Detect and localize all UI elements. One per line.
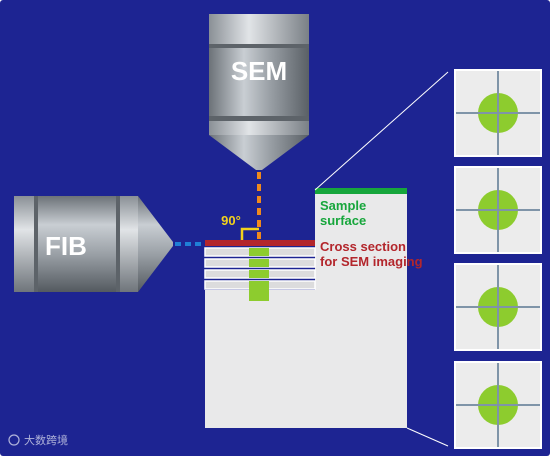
watermark: 大数跨境 (8, 433, 68, 447)
sem-image-panel (454, 69, 542, 157)
sample-block (205, 188, 407, 428)
watermark-text: 大数跨境 (24, 433, 68, 447)
sem-image-panel (454, 166, 542, 254)
projection-lines (314, 71, 449, 447)
cross-section-label: Cross section for SEM imaging (320, 239, 423, 269)
cross-section-face (205, 240, 315, 246)
sem-image-panel (454, 263, 542, 351)
sem-column: SEM (209, 14, 309, 170)
right-angle-mark: 90° (221, 213, 259, 240)
sem-image-panel (454, 361, 542, 449)
watermark-logo-icon (8, 434, 20, 446)
sample-surface-line (315, 188, 407, 194)
angle-label: 90° (221, 213, 241, 228)
sample-surface-label: Sample surface (320, 198, 370, 228)
sem-image-panels (454, 69, 542, 449)
slice-stack (204, 240, 316, 301)
fib-column: FIB (14, 196, 173, 292)
fib-label: FIB (45, 231, 87, 261)
sem-label: SEM (231, 56, 287, 86)
